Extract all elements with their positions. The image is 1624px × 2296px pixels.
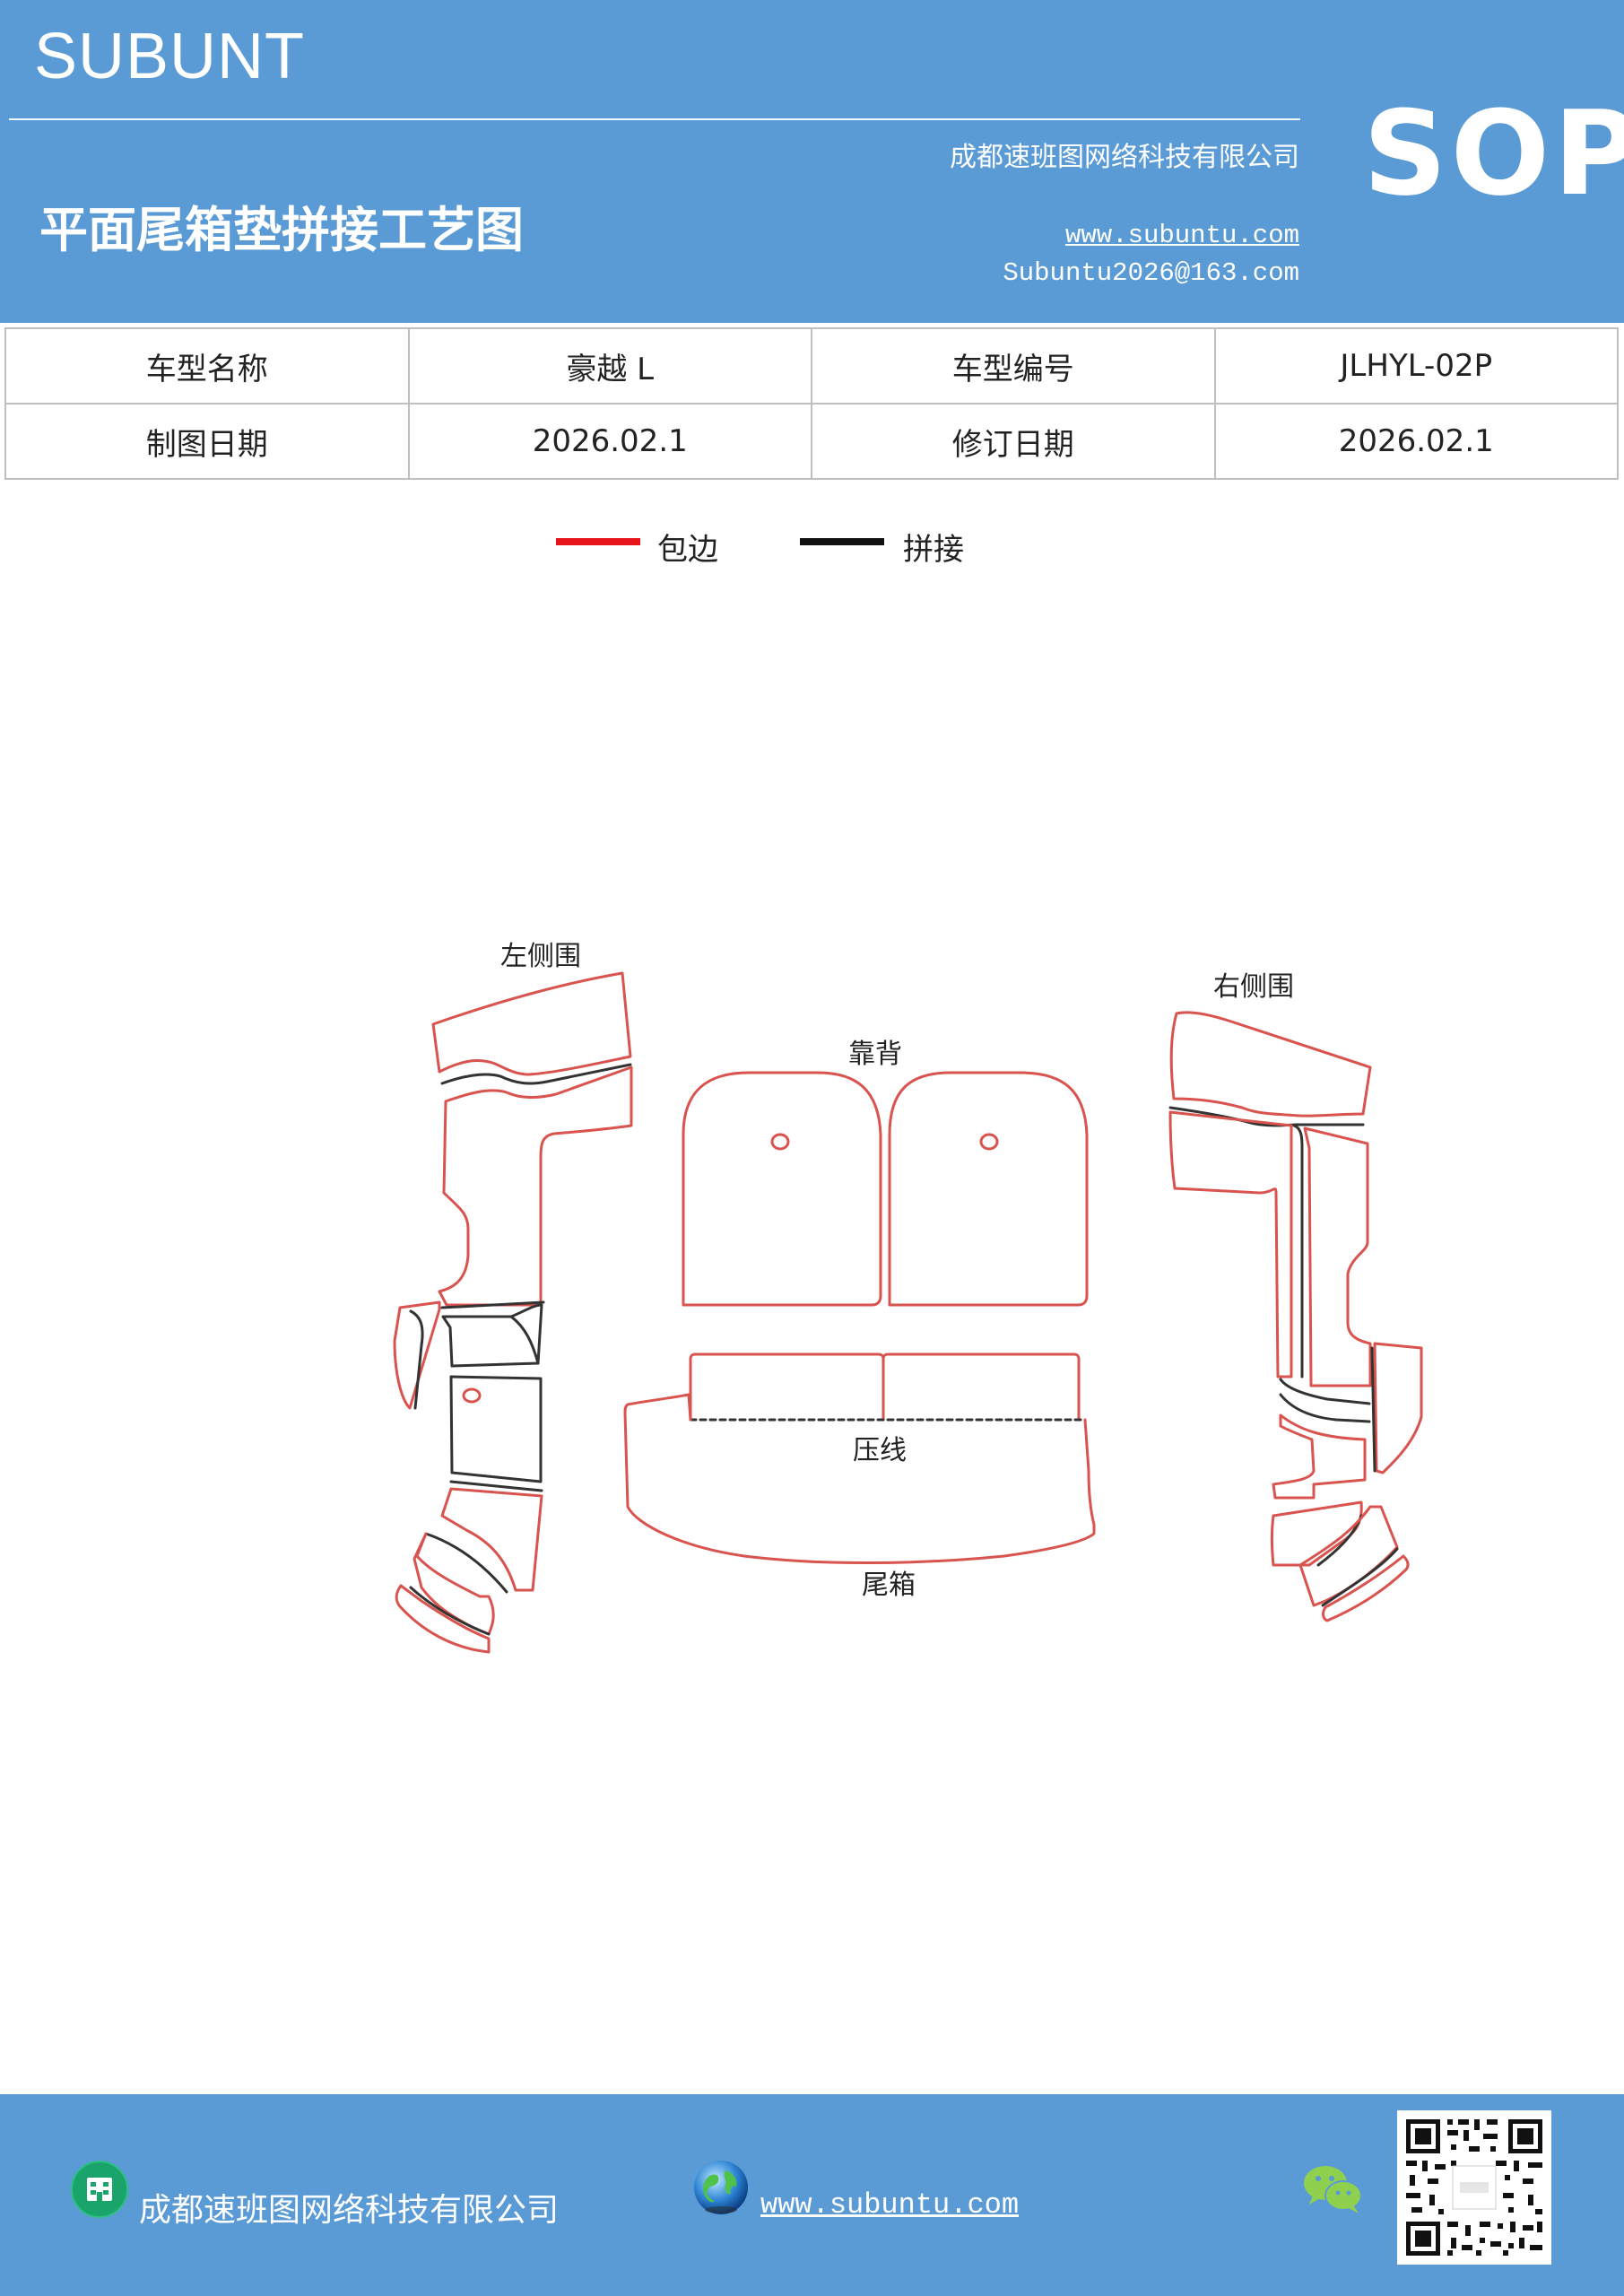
header-divider [9,118,1300,120]
seam-line [1292,1124,1304,1378]
trunk-upper-right-flap [881,1352,1081,1422]
right-panel-upper-right [1303,1126,1372,1387]
contact-email[interactable]: Subuntu2026@163.com [1003,258,1299,288]
page-title: 平面尾箱垫拼接工艺图 [39,202,524,258]
brand-name: SUBUNT [34,21,306,92]
backrest-left-piece [682,1071,882,1307]
footer-website-link[interactable]: www.subuntu.com [760,2188,1020,2222]
legend-swatch-seam [800,538,884,545]
table-cell: 2026.02.1 [1213,403,1619,480]
info-table: 车型名称 豪越 L 车型编号 JLHYL-02P 制图日期 2026.02.1 … [4,327,1619,480]
clip-hole [462,1387,482,1404]
clip-hole [979,1133,999,1151]
left-panel-corner-piece [413,1532,495,1636]
seam-line [424,1532,508,1594]
seam-line [1370,1346,1376,1473]
right-panel-mid-piece [1272,1413,1367,1500]
trunk-upper-left-flap [689,1352,885,1422]
left-panel-upper-body [438,1065,633,1307]
footer-company-name: 成都速班图网络科技有限公司 [139,2192,560,2229]
backrest-right-piece [888,1071,1089,1307]
left-panel-bottom-piece [440,1487,543,1592]
backrest-panel [682,1071,1089,1307]
trunk-floor-panel [623,1352,1096,1564]
website-link[interactable]: www.subuntu.com [1064,221,1299,250]
table-cell: JLHYL-02P [1213,327,1619,404]
table-cell: 车型编号 [811,327,1216,404]
seam-line [440,1300,545,1309]
seam-line [449,1480,543,1492]
table-cell: 修订日期 [811,403,1216,480]
building-icon [71,2161,128,2218]
label-right-side: 右侧围 [1213,971,1294,1003]
legend-swatch-edge [556,538,640,545]
table-row: 车型名称 豪越 L 车型编号 JLHYL-02P [4,327,1619,404]
header-banner [0,0,1624,323]
seam-line [1279,1393,1371,1423]
seam-line [440,1063,632,1085]
label-left-side: 左侧围 [500,941,581,972]
left-side-panel [393,971,633,1654]
label-crease: 压线 [853,1435,907,1466]
trunk-main-piece [623,1393,1096,1564]
clip-hole [770,1133,790,1151]
right-side-panel [1168,1011,1423,1622]
seam-line [1321,1547,1399,1607]
seam-line [409,1309,424,1410]
legend-label-seam: 拼接 [903,532,964,568]
company-name: 成都速班图网络科技有限公司 [950,142,1299,173]
right-panel-top-piece [1169,1011,1372,1118]
globe-icon [694,2161,748,2214]
seam-line [1279,1378,1371,1405]
sop-badge: SOP [1363,85,1624,222]
seam-line [409,1586,491,1636]
table-cell: 车型名称 [4,327,410,404]
label-backrest: 靠背 [848,1039,902,1070]
left-panel-wedge [393,1300,441,1410]
table-cell: 豪越 L [407,327,812,404]
left-panel-lower-body [449,1375,543,1483]
left-panel-mid-piece [441,1303,543,1368]
legend-label-edge: 包边 [657,532,718,568]
qr-code[interactable] [1397,2110,1551,2265]
label-trunk: 尾箱 [862,1570,916,1601]
seam-line [509,1315,540,1365]
left-panel-top-piece [431,971,632,1076]
left-panel-tip-piece [395,1584,491,1654]
wechat-icon [1304,2166,1362,2213]
table-cell: 制图日期 [4,403,410,480]
right-panel-upper-body [1168,1110,1293,1378]
table-cell: 2026.02.1 [407,403,812,480]
right-panel-wedge [1373,1342,1423,1474]
right-panel-tip-piece [1322,1554,1410,1622]
legend: 包边 拼接 [556,525,1058,570]
table-row: 制图日期 2026.02.1 修订日期 2026.02.1 [4,403,1619,480]
